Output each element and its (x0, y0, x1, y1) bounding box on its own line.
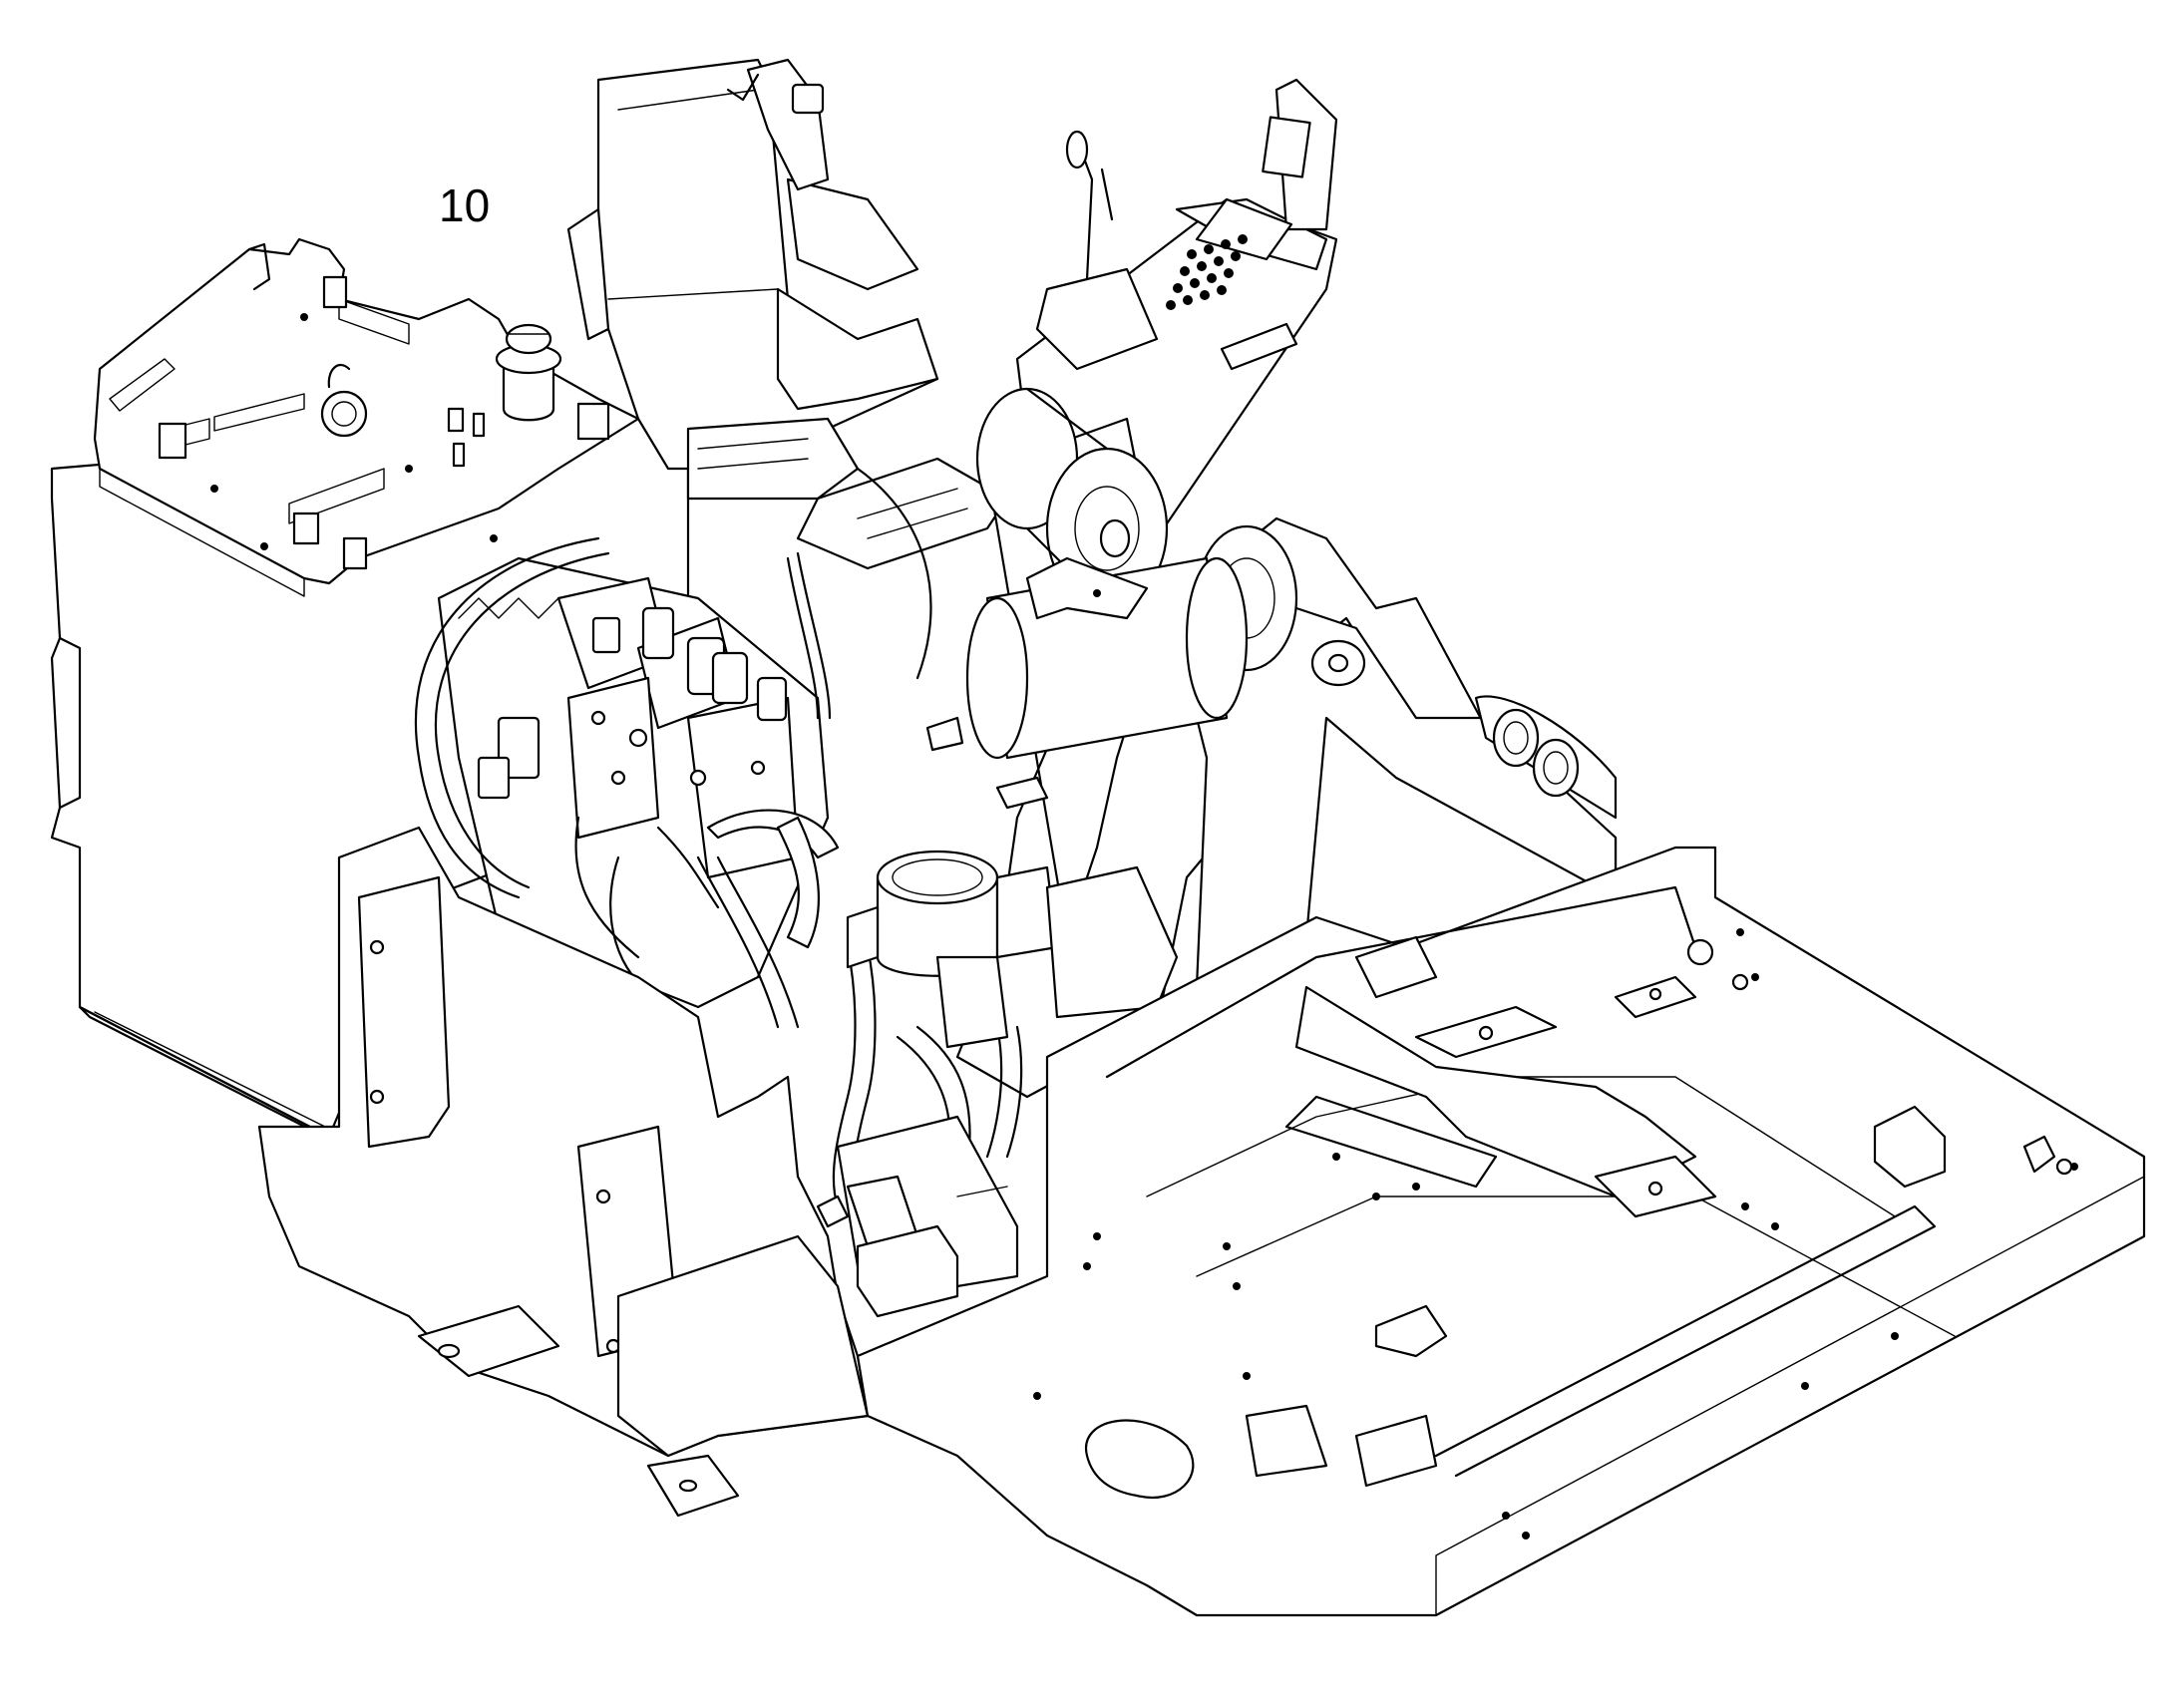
hydraulic-valve-block (437, 556, 830, 1009)
pulley-rollers (965, 387, 1298, 760)
hydraulic-hoses (414, 467, 1023, 1208)
electrical-control-plate (93, 237, 640, 597)
reservoir-cap (495, 323, 562, 422)
keypad (1166, 234, 1248, 310)
seat-base-frame (686, 417, 1009, 570)
pivot-bracket (1175, 606, 1618, 999)
platform-floor-frame (856, 846, 2146, 1617)
callout-10-label: 10 (439, 179, 491, 231)
operator-seat (566, 58, 939, 471)
mounting-blocks (816, 716, 1049, 1318)
filter-canister (846, 850, 1179, 1049)
